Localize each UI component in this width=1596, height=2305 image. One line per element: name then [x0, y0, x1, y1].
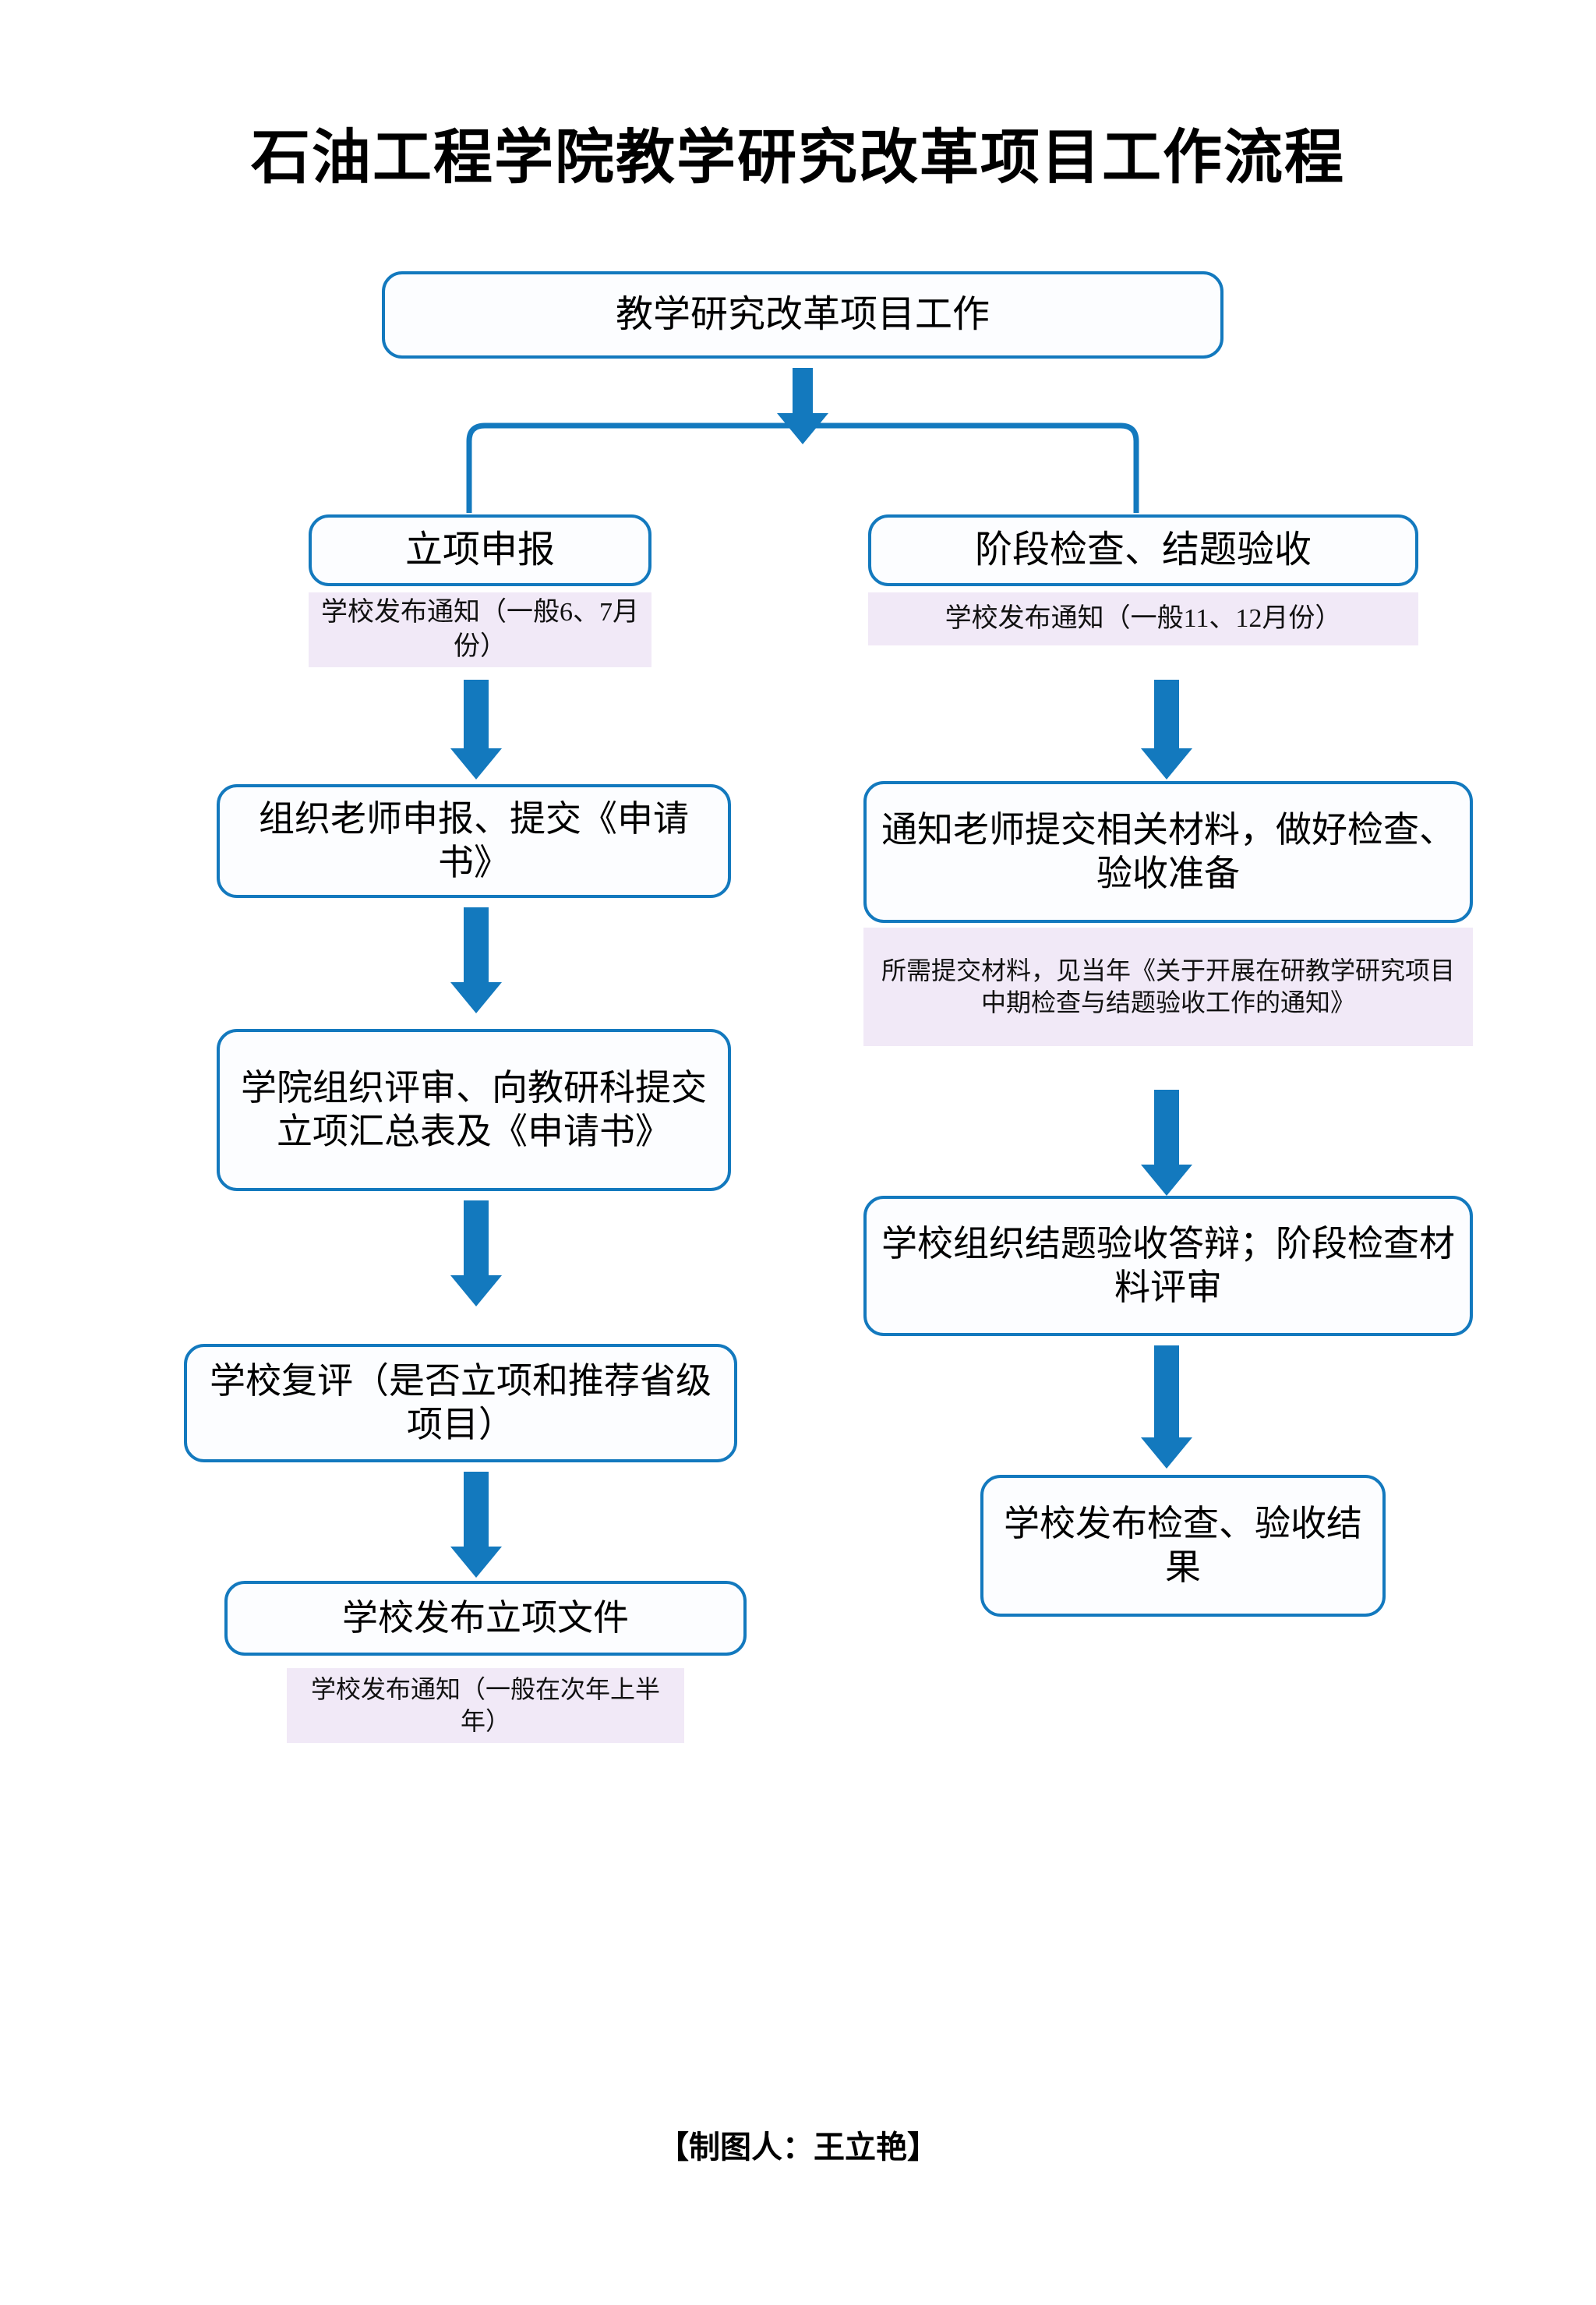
arrow-stem: [793, 368, 813, 416]
flow-node-start[interactable]: 教学研究改革项目工作: [382, 271, 1223, 359]
arrow-head: [450, 1275, 502, 1306]
flow-node-left-step-1[interactable]: 组织老师申报、提交《申请书》: [217, 784, 731, 898]
arrow-head: [450, 1547, 502, 1578]
note-left-header: 学校发布通知（一般6、7月份）: [309, 592, 651, 667]
flow-node-right-step-3[interactable]: 学校发布检查、验收结果: [980, 1475, 1386, 1617]
flow-node-left-step-3[interactable]: 学校复评（是否立项和推荐省级项目）: [184, 1344, 737, 1462]
arrow-left-1: [450, 680, 502, 780]
flow-node-right-step-2-label: 学校组织结题验收答辩；阶段检查材料评审: [881, 1223, 1455, 1307]
arrow-left-3: [450, 1200, 502, 1306]
split-connector-path: [466, 422, 1139, 513]
flow-node-left-header-label: 立项申报: [404, 529, 555, 571]
arrow-stem: [464, 1200, 489, 1278]
arrow-stem: [464, 1472, 489, 1550]
flow-node-left-step-1-label: 组织老师申报、提交《申请书》: [259, 798, 689, 882]
arrow-head: [777, 413, 828, 444]
note-right-mid: 所需提交材料，见当年《关于开展在研教学研究项目中期检查与结题验收工作的通知》: [863, 928, 1473, 1046]
flow-node-start-label: 教学研究改革项目工作: [615, 293, 990, 335]
arrow-right-2: [1141, 1090, 1192, 1196]
flow-node-right-step-1-label: 通知老师提交相关材料，做好检查、验收准备: [881, 809, 1455, 893]
note-left-footer-text: 学校发布通知（一般在次年上半年）: [310, 1675, 660, 1735]
arrow-right-1: [1141, 680, 1192, 780]
note-left-footer: 学校发布通知（一般在次年上半年）: [287, 1668, 684, 1743]
page-title: 石油工程学院教学研究改革项目工作流程: [251, 125, 1345, 191]
flow-node-right-header-label: 阶段检查、结题验收: [974, 529, 1312, 571]
flow-node-left-header[interactable]: 立项申报: [309, 514, 651, 586]
note-right-header-text: 学校发布通知（一般11、12月份）: [945, 604, 1342, 634]
flow-node-right-step-3-label: 学校发布检查、验收结果: [1004, 1503, 1362, 1587]
flow-node-right-header[interactable]: 阶段检查、结题验收: [868, 514, 1418, 586]
arrow-head: [450, 748, 502, 780]
note-left-header-text: 学校发布通知（一般6、7月份）: [321, 598, 639, 661]
flow-node-left-step-3-label: 学校复评（是否立项和推荐省级项目）: [210, 1360, 711, 1444]
arrow-stem: [1154, 1345, 1179, 1441]
flow-node-right-step-2[interactable]: 学校组织结题验收答辩；阶段检查材料评审: [863, 1196, 1473, 1336]
arrow-stem: [464, 907, 489, 985]
flow-node-right-step-1[interactable]: 通知老师提交相关材料，做好检查、验收准备: [863, 781, 1473, 923]
split-connector: [452, 421, 1153, 514]
note-right-header: 学校发布通知（一般11、12月份）: [868, 592, 1418, 645]
arrow-stem: [1154, 680, 1179, 751]
arrow-left-4: [450, 1472, 502, 1578]
arrow-left-2: [450, 907, 502, 1013]
arrow-head: [1141, 748, 1192, 780]
arrow-head: [1141, 1437, 1192, 1469]
arrow-stem: [464, 680, 489, 751]
arrow-head: [450, 982, 502, 1013]
arrow-head: [1141, 1165, 1192, 1196]
chart-author-footer: 【制图人：王立艳】: [658, 2130, 938, 2165]
arrow-right-3: [1141, 1345, 1192, 1469]
flow-node-left-step-2-label: 学院组织评审、向教研科提交立项汇总表及《申请书》: [241, 1067, 707, 1151]
arrow-stem: [1154, 1090, 1179, 1168]
arrow-start-to-split: [777, 368, 828, 444]
note-right-mid-text: 所需提交材料，见当年《关于开展在研教学研究项目中期检查与结题验收工作的通知》: [881, 956, 1455, 1016]
flow-node-left-step-4[interactable]: 学校发布立项文件: [224, 1581, 747, 1656]
flow-node-left-step-2[interactable]: 学院组织评审、向教研科提交立项汇总表及《申请书》: [217, 1029, 731, 1191]
flow-node-left-step-4-label: 学校发布立项文件: [342, 1597, 629, 1638]
